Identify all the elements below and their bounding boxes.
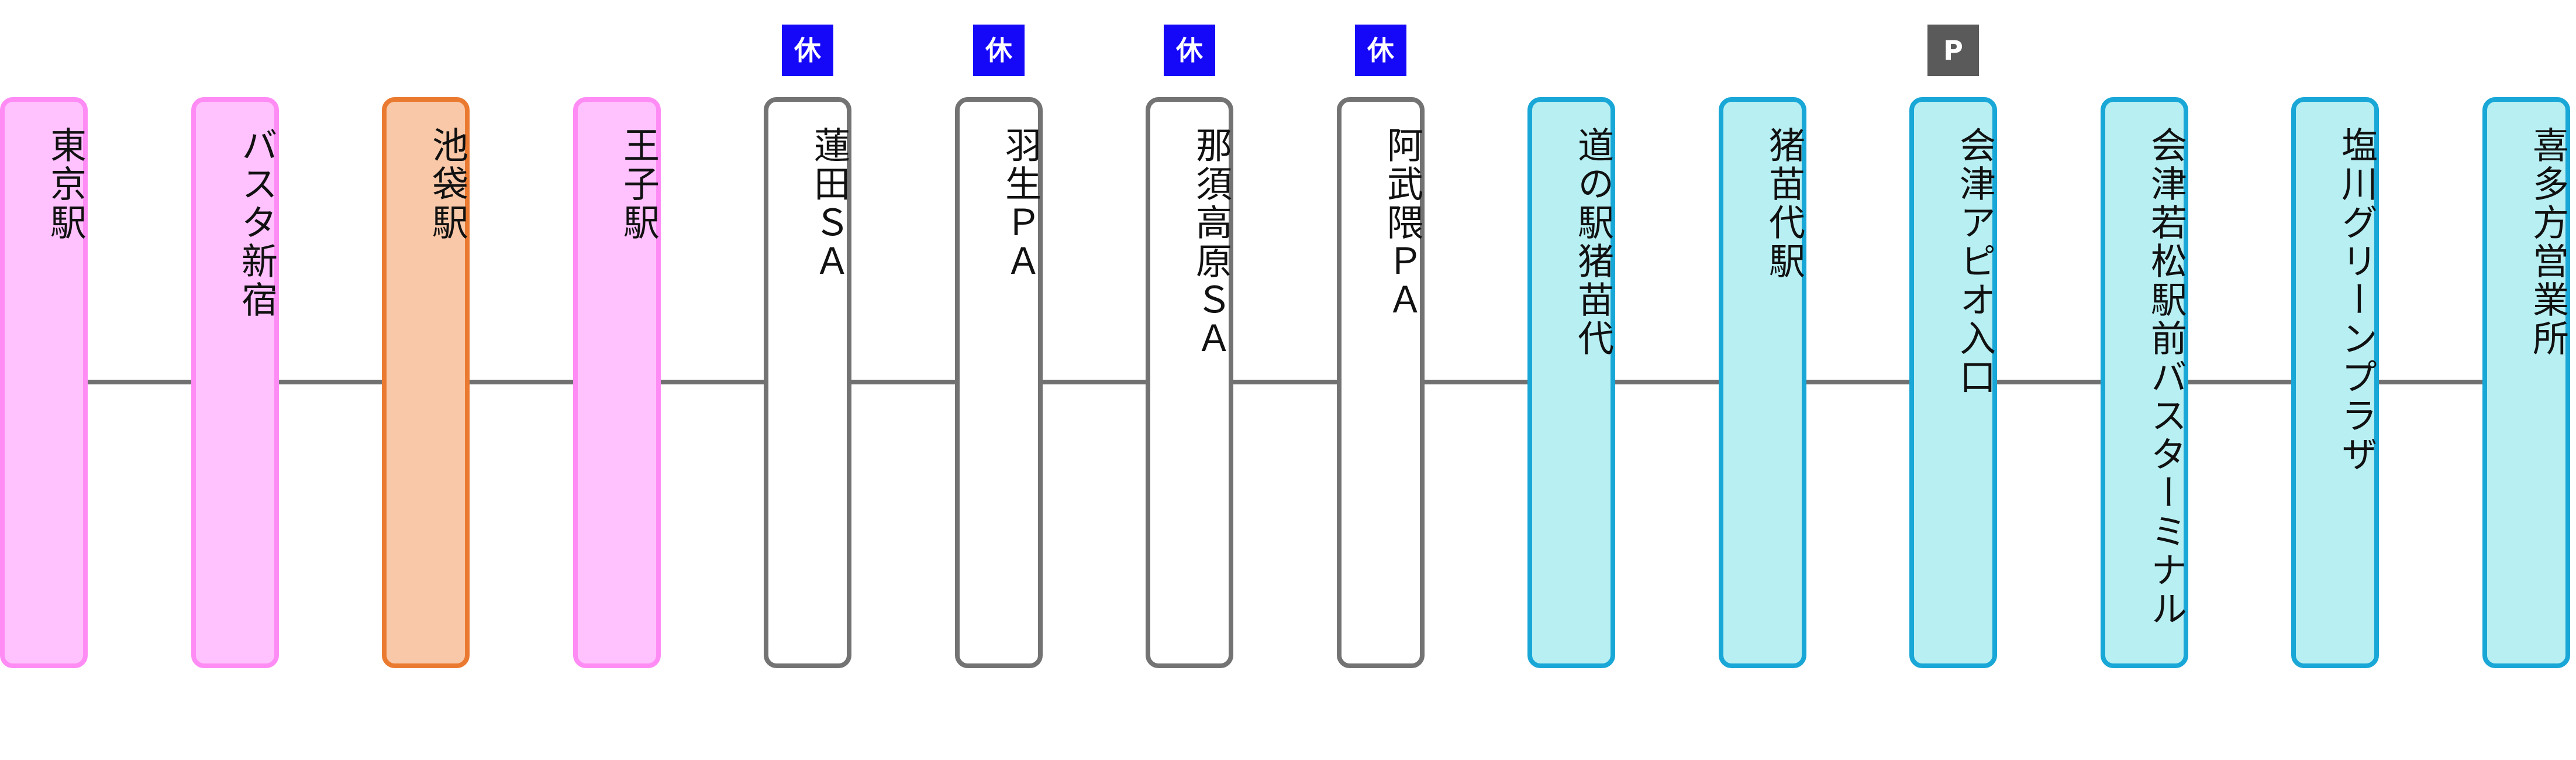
stop-name: 塩川グリーンプラザ <box>2335 126 2378 474</box>
stop-box: 羽生ＰＡ <box>955 97 1043 668</box>
parking-icon: P <box>1927 25 1979 76</box>
stop-name: 道の駅猪苗代 <box>1571 126 1614 358</box>
stop-box: 蓮田ＳＡ <box>764 97 851 668</box>
stop-name: 喜多方営業所 <box>2526 126 2569 358</box>
stop-box: 会津アピオ入口 <box>1909 97 1997 668</box>
stop-name: 蓮田ＳＡ <box>808 126 850 281</box>
stop-box: 道の駅猪苗代 <box>1527 97 1615 668</box>
route-line <box>18 380 2558 384</box>
stop-box: 会津若松駅前バスターミナル <box>2101 97 2188 668</box>
stop-box: 王子駅 <box>573 97 661 668</box>
rest-area-icon: 休 <box>782 25 833 76</box>
stop-name: 会津アピオ入口 <box>1953 126 1996 397</box>
rest-area-icon: 休 <box>1164 25 1215 76</box>
stop-box: 池袋駅 <box>382 97 470 668</box>
stop-box: 阿武隈ＰＡ <box>1337 97 1425 668</box>
stop-name: 阿武隈ＰＡ <box>1381 126 1423 319</box>
rest-area-icon: 休 <box>1355 25 1406 76</box>
rest-area-icon: 休 <box>973 25 1025 76</box>
stop-box: 東京駅 <box>0 97 88 668</box>
stop-name: 猪苗代駅 <box>1763 126 1805 281</box>
stop-box: 那須高原ＳＡ <box>1146 97 1233 668</box>
stop-box: バスタ新宿 <box>191 97 279 668</box>
stop-box: 塩川グリーンプラザ <box>2291 97 2379 668</box>
stop-name: 那須高原ＳＡ <box>1189 126 1232 358</box>
stop-name: バスタ新宿 <box>235 126 278 319</box>
stop-name: 東京駅 <box>44 126 87 242</box>
stop-box: 喜多方営業所 <box>2482 97 2570 668</box>
stop-name: 羽生ＰＡ <box>999 126 1042 281</box>
stop-name: 池袋駅 <box>426 126 468 242</box>
stop-name: 王子駅 <box>617 126 660 242</box>
stop-name: 会津若松駅前バスターミナル <box>2144 126 2187 628</box>
stop-box: 猪苗代駅 <box>1719 97 1806 668</box>
